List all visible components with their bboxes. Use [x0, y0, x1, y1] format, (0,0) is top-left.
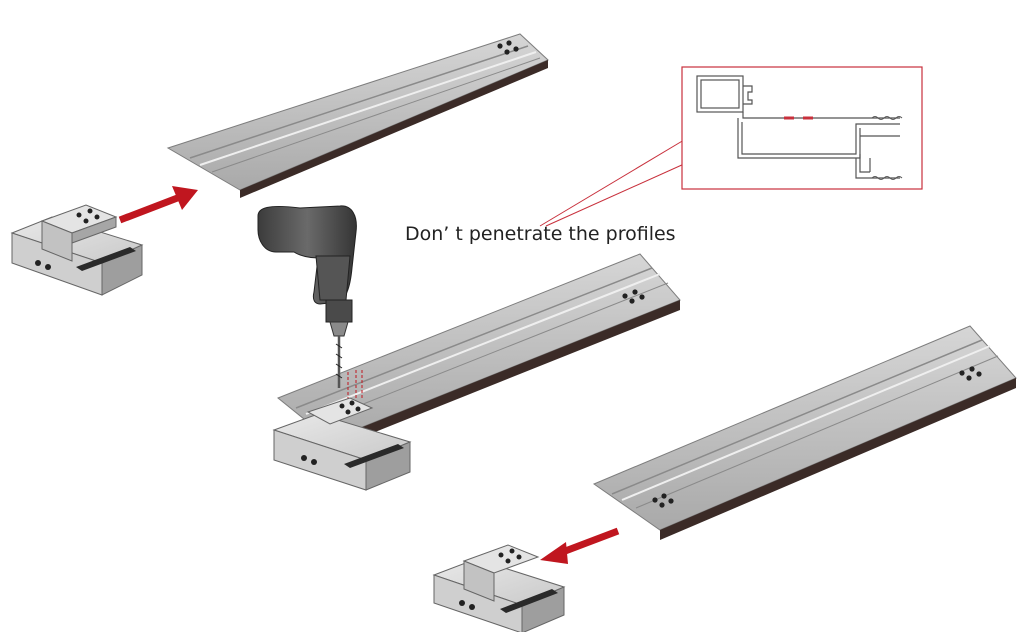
drill-jig-icon: [272, 397, 412, 491]
direction-arrow-icon: [540, 527, 620, 564]
drill-icon: [257, 205, 363, 402]
profile-middle: [277, 253, 681, 450]
warning-caption: Don’ t penetrate the profiles: [405, 223, 676, 245]
drill-jig-icon: [10, 204, 144, 296]
hole-pattern: [622, 289, 645, 304]
hole-pattern: [497, 40, 519, 55]
drill-jig-icon: [432, 544, 566, 632]
hole-pattern: [652, 366, 982, 508]
profile-bottom: [592, 325, 1017, 540]
profile-cross-section-callout: [539, 66, 923, 227]
profile-top: [166, 33, 549, 198]
direction-arrow-icon: [118, 186, 198, 224]
